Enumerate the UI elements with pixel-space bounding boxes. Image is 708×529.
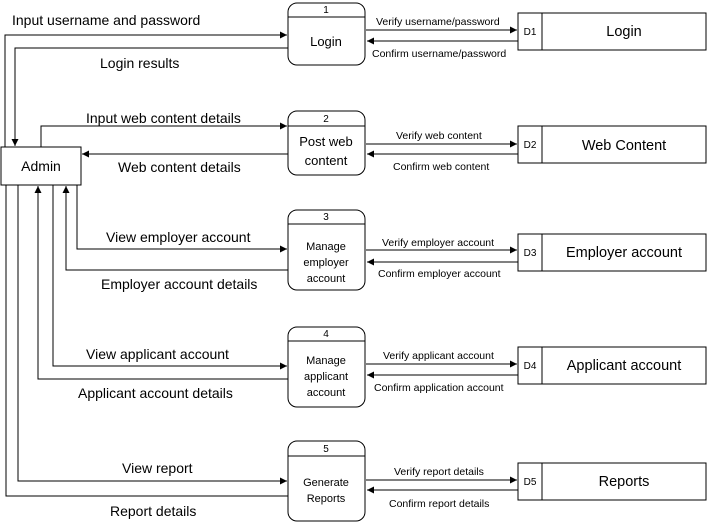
process-4-manage-applicant-account[interactable]: 4 Manage applicant account xyxy=(287,326,366,408)
flow-label-login-results: Login results xyxy=(100,55,179,71)
flow-label-verify-employer-account: Verify employer account xyxy=(382,237,494,249)
flow-label-input-username-password: Input username and password xyxy=(12,12,200,28)
flow-label-confirm-application-account: Confirm application account xyxy=(374,382,504,394)
flow-arrow-view-employer-account xyxy=(76,185,287,253)
process-5-number: 5 xyxy=(323,444,329,455)
flow-label-view-applicant-account: View applicant account xyxy=(86,346,229,362)
store-d3-name: Employer account xyxy=(566,245,682,261)
admin-entity[interactable]: Admin xyxy=(0,146,82,186)
process-3-manage-employer-account[interactable]: 3 Manage employer account xyxy=(287,209,366,291)
store-d1-login[interactable]: D1 Login xyxy=(517,12,707,51)
process-4-label-line2: applicant xyxy=(304,371,348,383)
store-d4-applicant-account[interactable]: D4 Applicant account xyxy=(517,346,707,385)
flow-arrow-report-details xyxy=(5,185,288,497)
flow-label-verify-web-content: Verify web content xyxy=(396,130,482,142)
flow-label-report-details: Report details xyxy=(110,503,196,519)
store-d2-id: D2 xyxy=(524,140,537,151)
process-2-label-line1: Post web xyxy=(299,134,352,149)
flow-label-verify-applicant-account: Verify applicant account xyxy=(383,350,494,362)
process-5-label-line2: Reports xyxy=(307,493,346,505)
process-3-label-line2: employer xyxy=(303,257,349,269)
store-d2-web-content[interactable]: D2 Web Content xyxy=(517,125,707,164)
process-4-number: 4 xyxy=(323,329,329,340)
process-1-label: Login xyxy=(310,34,342,49)
flow-arrow-input-web-content-details xyxy=(40,122,287,147)
flow-label-input-web-content-details: Input web content details xyxy=(86,110,241,126)
process-1-login[interactable]: 1 Login xyxy=(287,2,366,66)
flow-arrow-input-username-password xyxy=(4,31,287,147)
store-d3-id: D3 xyxy=(524,248,537,259)
store-d4-id: D4 xyxy=(524,361,537,372)
store-d5-reports[interactable]: D5 Reports xyxy=(517,462,707,501)
process-3-label-line3: account xyxy=(307,273,346,285)
flow-label-employer-account-details: Employer account details xyxy=(101,276,257,292)
store-d4-name: Applicant account xyxy=(567,358,681,374)
process-4-label-line1: Manage xyxy=(306,355,346,367)
flow-arrow-login-results xyxy=(11,47,288,146)
flow-label-confirm-web-content: Confirm web content xyxy=(393,161,489,173)
process-5-label-line1: Generate xyxy=(303,477,349,489)
flow-label-confirm-report-details: Confirm report details xyxy=(389,498,489,510)
flow-label-applicant-account-details: Applicant account details xyxy=(78,385,233,401)
process-4-label-line3: account xyxy=(307,387,346,399)
flow-label-web-content-details: Web content details xyxy=(118,159,241,175)
flow-label-confirm-username-password: Confirm username/password xyxy=(372,48,506,60)
process-5-generate-reports[interactable]: 5 Generate Reports xyxy=(287,440,366,522)
store-d1-id: D1 xyxy=(524,27,537,38)
store-d5-name: Reports xyxy=(599,474,650,490)
admin-label: Admin xyxy=(21,158,61,174)
flow-arrow-employer-account-details xyxy=(62,186,288,271)
process-2-post-web-content[interactable]: 2 Post web content xyxy=(287,110,366,176)
flow-label-view-employer-account: View employer account xyxy=(106,229,251,245)
process-3-label-line1: Manage xyxy=(306,241,346,253)
flow-label-confirm-employer-account: Confirm employer account xyxy=(378,268,501,280)
store-d1-name: Login xyxy=(606,24,641,40)
flow-arrow-view-applicant-account xyxy=(52,185,287,370)
flow-label-view-report: View report xyxy=(122,460,193,476)
flow-arrow-view-report xyxy=(17,185,287,485)
store-d2-name: Web Content xyxy=(582,138,666,154)
process-1-number: 1 xyxy=(323,5,329,16)
flow-label-verify-username-password: Verify username/password xyxy=(376,16,500,28)
process-2-number: 2 xyxy=(323,114,329,125)
store-d3-employer-account[interactable]: D3 Employer account xyxy=(517,233,707,272)
flow-arrow-applicant-account-details xyxy=(34,186,288,380)
flow-label-verify-report-details: Verify report details xyxy=(394,466,484,478)
process-2-label-line2: content xyxy=(305,153,348,168)
store-d5-id: D5 xyxy=(524,477,537,488)
process-3-number: 3 xyxy=(323,212,329,223)
